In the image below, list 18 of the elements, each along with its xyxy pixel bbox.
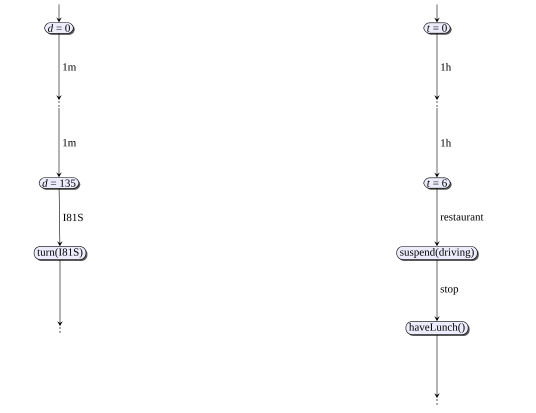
state-box: haveLunch()	[406, 321, 470, 336]
ellipsis: :	[436, 399, 438, 405]
state-box: suspend(driving)	[396, 246, 479, 261]
edge-label: 1h	[441, 63, 452, 71]
ellipsis: :	[436, 101, 438, 107]
edge-label: 1m	[63, 138, 76, 146]
state-box: t = 0	[423, 22, 452, 35]
edge-label: stop	[440, 286, 458, 295]
state-box: turn(I81S)	[34, 246, 88, 261]
edge-label: restaurant	[440, 214, 484, 220]
edge-label: 1m	[63, 63, 76, 71]
state-box: d = 135	[38, 177, 80, 190]
ellipsis: :	[58, 101, 60, 107]
edge-label: 1h	[441, 138, 452, 146]
state-box: t = 6	[423, 178, 452, 190]
edge-label: I81S	[63, 214, 83, 222]
state-box: d = 0	[44, 22, 75, 35]
ellipsis: :	[59, 327, 61, 333]
